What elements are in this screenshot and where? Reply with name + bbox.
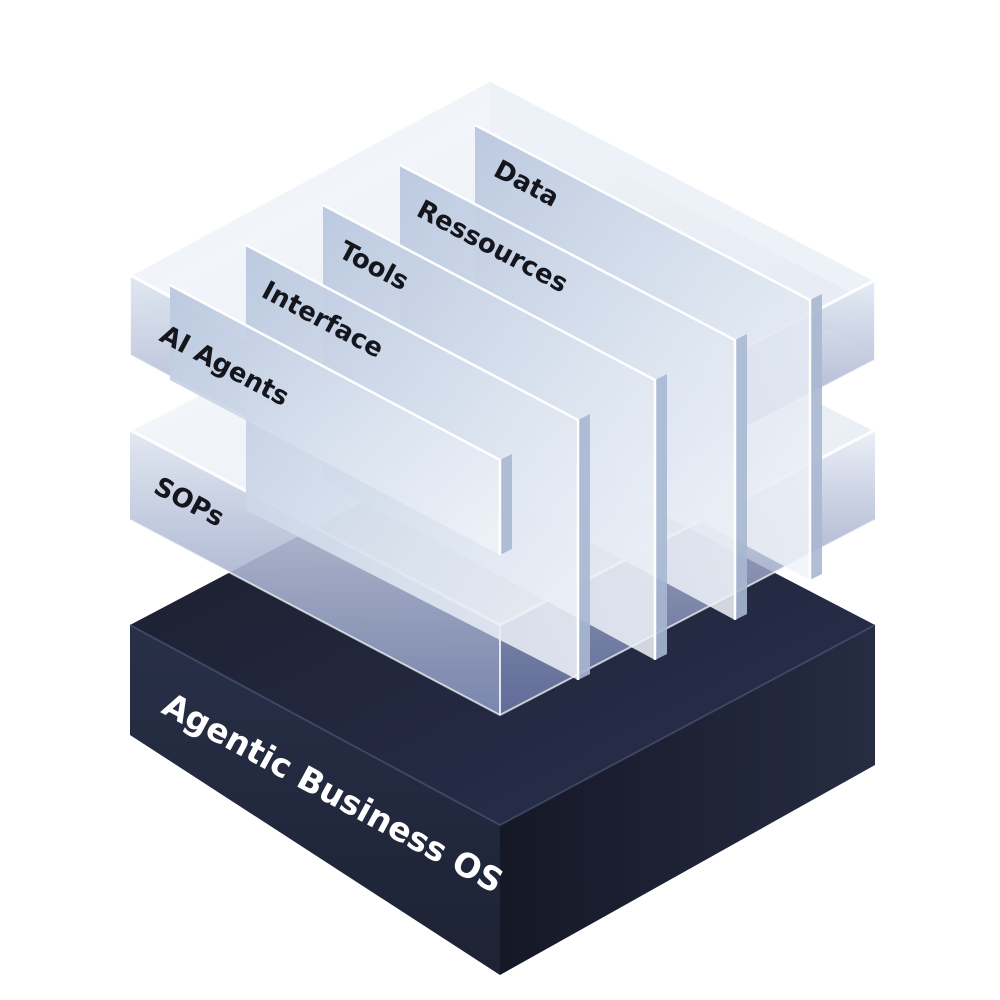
tray-back-rim <box>130 80 490 300</box>
base-right-face <box>500 625 875 975</box>
base-left-face <box>130 625 500 975</box>
panel-ai-agents-face <box>170 285 500 555</box>
